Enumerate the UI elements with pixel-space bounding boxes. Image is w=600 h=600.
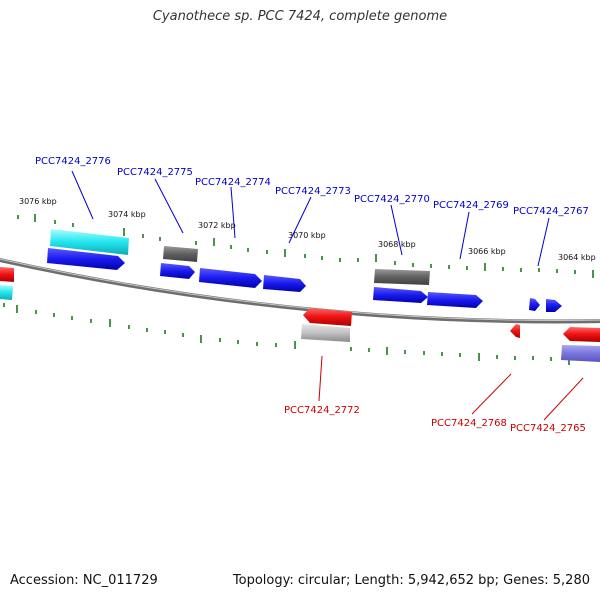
- gene-arrow: [510, 324, 520, 338]
- purple-feature: [561, 345, 600, 362]
- kbp-labels: 3076 kbp 3074 kbp 3072 kbp 3070 kbp 3068…: [19, 197, 596, 262]
- gene-arrow: [303, 308, 352, 326]
- gene-arrow: [563, 327, 600, 342]
- gene-arrow: [373, 287, 428, 303]
- leader-line: [471, 373, 512, 415]
- genome-title: Cyanothece sp. PCC 7424, complete genome: [152, 9, 448, 24]
- cyan-feature: [50, 229, 129, 255]
- genome-backbone-highlight: [0, 258, 600, 321]
- gene-arrow: [427, 292, 483, 308]
- gene-arrow: [546, 299, 562, 312]
- light-feature: [301, 324, 350, 342]
- gene-label: PCC7424_2769: [433, 200, 509, 211]
- lower-tick-track: [3, 303, 570, 365]
- gene-label: PCC7424_2772: [284, 405, 360, 416]
- leader-line: [288, 196, 312, 244]
- gene-arrow: [199, 268, 262, 288]
- gene-label: PCC7424_2770: [354, 194, 430, 205]
- forward-genes: [47, 248, 562, 312]
- gene-label: PCC7424_2767: [513, 206, 589, 217]
- kbp-label: 3064 kbp: [558, 253, 596, 262]
- gene-arrow: [47, 248, 125, 270]
- leader-line: [390, 204, 403, 256]
- leader-line: [71, 170, 94, 220]
- gene-label: PCC7424_2773: [275, 186, 351, 197]
- gene-arrow: [263, 275, 306, 292]
- leader-line: [230, 186, 236, 239]
- kbp-label: 3070 kbp: [288, 231, 326, 240]
- leader-line: [459, 211, 470, 260]
- leader-line: [537, 217, 550, 267]
- gene-arrow: [0, 267, 14, 282]
- dark-feature: [163, 246, 198, 262]
- kbp-label: 3076 kbp: [19, 197, 57, 206]
- dark-feature: [374, 269, 430, 285]
- other-features: [0, 229, 600, 362]
- reverse-gene-labels: PCC7424_2772 PCC7424_2768 PCC7424_2765: [284, 405, 586, 434]
- upper-tick-track: [17, 214, 594, 278]
- leader-line: [154, 178, 184, 234]
- kbp-label: 3072 kbp: [198, 221, 236, 230]
- forward-leader-lines: [71, 170, 550, 267]
- leader-line: [318, 355, 323, 402]
- kbp-label: 3074 kbp: [108, 210, 146, 219]
- kbp-label: 3066 kbp: [468, 247, 506, 256]
- cyan-feature: [0, 285, 13, 300]
- gene-arrow: [529, 298, 540, 311]
- leader-line: [543, 377, 584, 421]
- gene-arrow: [160, 263, 195, 279]
- gene-label: PCC7424_2765: [510, 423, 586, 434]
- forward-gene-labels: PCC7424_2776 PCC7424_2775 PCC7424_2774 P…: [35, 156, 589, 217]
- reverse-leader-lines: [318, 355, 584, 421]
- kbp-label: 3068 kbp: [378, 240, 416, 249]
- genome-backbone: [0, 258, 600, 324]
- topology-text: Topology: circular; Length: 5,942,652 bp…: [232, 573, 590, 588]
- reverse-genes: [0, 267, 600, 342]
- gene-label: PCC7424_2775: [117, 167, 193, 178]
- gene-label: PCC7424_2776: [35, 156, 111, 167]
- gene-label: PCC7424_2768: [431, 418, 507, 429]
- gene-label: PCC7424_2774: [195, 177, 271, 188]
- accession-text: Accession: NC_011729: [10, 573, 158, 588]
